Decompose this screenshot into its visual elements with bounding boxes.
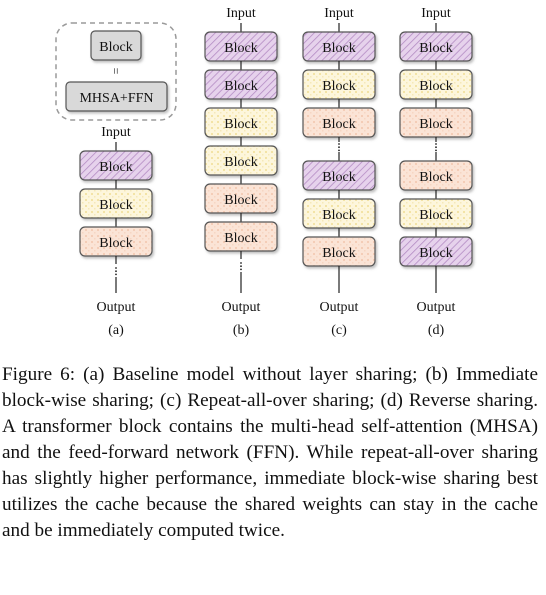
legend-box: Block = MHSA+FFN — [55, 22, 177, 121]
block-label: Block — [419, 79, 452, 94]
block-label: Block — [224, 79, 257, 94]
block-label: Block — [99, 160, 132, 175]
input-label: Input — [324, 6, 354, 21]
column-d: InputBlockBlockBlockBlockBlockBlockOutpu… — [399, 6, 473, 338]
ellipsis-dots — [240, 262, 242, 271]
column-c: InputBlockBlockBlockBlockBlockBlockOutpu… — [302, 6, 376, 338]
column-b: InputBlockBlockBlockBlockBlockBlockOutpu… — [204, 6, 278, 338]
block-label: Block — [322, 79, 355, 94]
ellipsis-dots — [338, 143, 340, 152]
sublabel: (b) — [233, 323, 250, 338]
block-label: Block — [419, 117, 452, 132]
block-label: Block — [99, 198, 132, 213]
legend-equals-glyph: = — [109, 68, 123, 75]
layer-sharing-diagram: Block = MHSA+FFN InputBlockBlockBlockOut… — [55, 6, 473, 338]
figure-caption: Figure 6: (a) Baseline model without lay… — [2, 364, 538, 541]
block-label: Block — [224, 117, 257, 132]
block-label: Block — [224, 155, 257, 170]
legend-dashed-border — [55, 22, 177, 121]
columns-layer: InputBlockBlockBlockOutput(a)InputBlockB… — [79, 6, 473, 338]
output-label: Output — [222, 300, 261, 315]
output-label: Output — [320, 300, 359, 315]
block-label: Block — [322, 117, 355, 132]
ellipsis-dots — [115, 267, 117, 276]
ellipsis-dots — [435, 143, 437, 152]
output-label: Output — [97, 300, 136, 315]
sublabel: (c) — [331, 323, 347, 338]
block-label: Block — [322, 170, 355, 185]
legend-mhsa-box — [65, 81, 168, 112]
block-label: Block — [419, 208, 452, 223]
sublabel: (a) — [108, 323, 124, 338]
block-label: Block — [224, 231, 257, 246]
legend-mhsa-label: MHSA+FFN — [79, 91, 153, 106]
input-label: Input — [226, 6, 256, 21]
block-label: Block — [419, 41, 452, 56]
legend-block — [90, 30, 142, 61]
block-label: Block — [99, 236, 132, 251]
input-label: Input — [101, 125, 131, 140]
block-label: Block — [322, 208, 355, 223]
output-label: Output — [417, 300, 456, 315]
input-label: Input — [421, 6, 451, 21]
sublabel: (d) — [428, 323, 445, 338]
block-label: Block — [419, 246, 452, 261]
block-label: Block — [322, 41, 355, 56]
legend-block-label: Block — [99, 40, 132, 55]
block-label: Block — [419, 170, 452, 185]
block-label: Block — [224, 193, 257, 208]
block-label: Block — [224, 41, 257, 56]
block-label: Block — [322, 246, 355, 261]
